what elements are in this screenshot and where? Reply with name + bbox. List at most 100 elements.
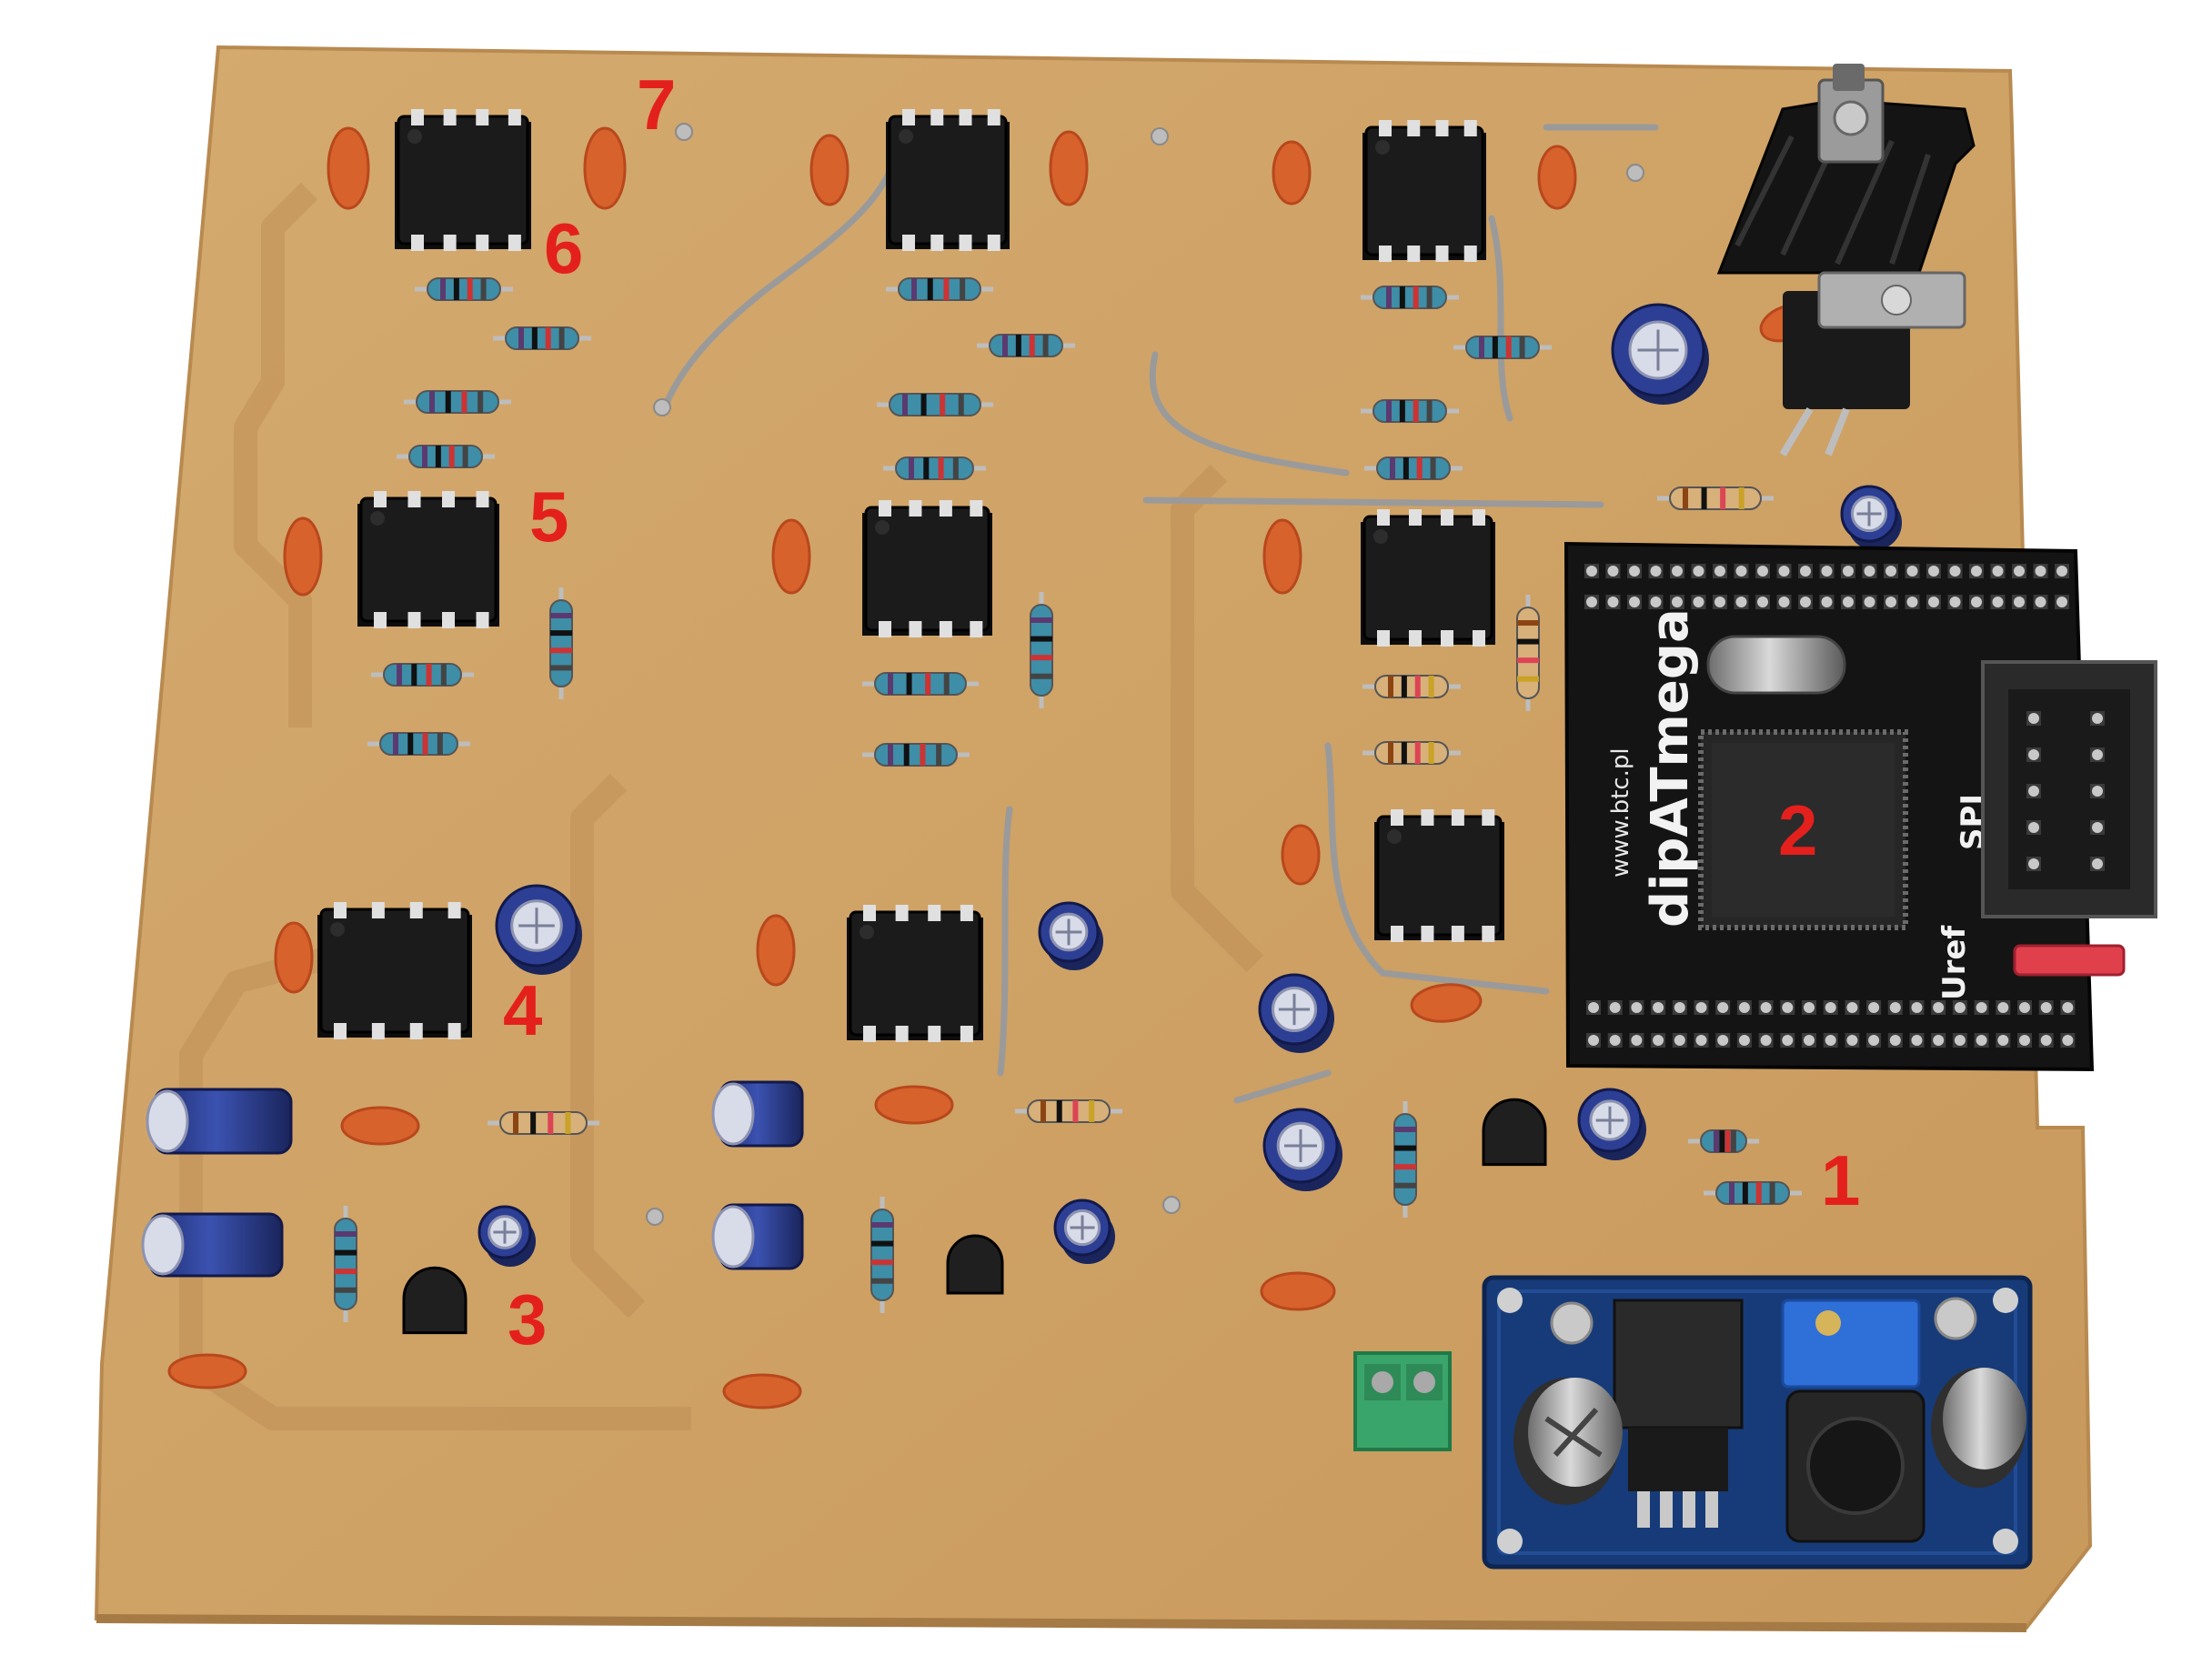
resistor xyxy=(870,1197,894,1313)
ceramic-capacitor xyxy=(583,126,627,210)
atmega-module: www.btc.pl dipATmega SPI Uref xyxy=(1563,541,2157,1072)
ceramic-capacitor xyxy=(1410,983,1483,1023)
pin-header-bottom xyxy=(1586,1000,2076,1048)
ceramic-capacitor xyxy=(1262,518,1302,595)
electrolytic-capacitor xyxy=(495,884,582,975)
ceramic-capacitor xyxy=(771,518,811,595)
silkscreen-brand: dipATmega xyxy=(1641,608,1700,928)
resistor xyxy=(862,743,970,767)
solder-pad xyxy=(1162,1196,1181,1214)
solder-pad xyxy=(646,1208,664,1226)
dip8-ic xyxy=(317,902,472,1039)
pcb-board xyxy=(94,45,2093,1632)
electrolytic-capacitor xyxy=(478,1205,536,1267)
to92-transistor xyxy=(1482,1098,1547,1167)
ceramic-capacitor xyxy=(283,517,323,597)
electrolytic-capacitor xyxy=(1038,901,1103,970)
pin-header-top xyxy=(1584,564,2069,609)
dip8-ic xyxy=(862,500,992,637)
solder-pad xyxy=(1626,164,1644,182)
solder-pad xyxy=(653,398,671,416)
buck-converter-module xyxy=(1482,1275,2033,1570)
jumper-wire xyxy=(1149,351,1350,476)
resistor xyxy=(549,587,573,699)
voltage-regulator-2 xyxy=(1779,271,1966,457)
callout-label-4: 4 xyxy=(503,970,542,1050)
buck-cap-right xyxy=(1931,1368,2026,1488)
resistor xyxy=(493,326,591,350)
resistor xyxy=(1516,595,1540,711)
resistor xyxy=(877,393,993,416)
buck-cap-left xyxy=(1513,1378,1623,1505)
ceramic-capacitor xyxy=(340,1106,420,1146)
resistor xyxy=(1362,741,1461,765)
resistor xyxy=(862,672,979,696)
electrolytic-capacitor xyxy=(1258,973,1334,1053)
ceramic-capacitor xyxy=(722,1373,802,1409)
spi-box-header xyxy=(1981,660,2157,918)
callout-label-5: 5 xyxy=(529,476,568,557)
pcb-components xyxy=(141,109,1902,1409)
resistor xyxy=(404,390,511,414)
resistor xyxy=(1015,1099,1122,1123)
dip8-ic xyxy=(395,109,531,251)
electrolytic-capacitor xyxy=(1053,1199,1115,1264)
callout-labels: 1 2 3 4 5 6 7 xyxy=(503,65,1860,1359)
resistor xyxy=(415,277,513,301)
resistor xyxy=(1362,675,1461,698)
electrolytic-capacitor xyxy=(711,1080,804,1148)
resistor xyxy=(1453,336,1552,359)
resistor xyxy=(1361,286,1459,309)
ceramic-capacitor xyxy=(809,134,850,206)
callout-label-1: 1 xyxy=(1821,1140,1860,1220)
ceramic-capacitor xyxy=(1272,140,1312,206)
dip8-ic xyxy=(847,905,983,1042)
voltage-regulator-heatsink xyxy=(1716,64,1976,275)
resistor xyxy=(886,277,993,301)
electrolytic-capacitor xyxy=(1577,1088,1646,1160)
resistor xyxy=(397,445,495,468)
electrolytic-capacitor xyxy=(1611,303,1709,405)
to92-transistor xyxy=(946,1234,1004,1295)
callout-label-7: 7 xyxy=(637,65,676,145)
resistor xyxy=(1657,486,1774,510)
resistor xyxy=(1688,1129,1759,1153)
electrolytic-capacitor xyxy=(146,1088,293,1155)
solder-pad xyxy=(675,123,693,141)
callout-label-6: 6 xyxy=(544,208,583,288)
resistor xyxy=(977,334,1075,357)
terminal-block xyxy=(1353,1351,1452,1451)
atmega-chip xyxy=(1698,729,1908,930)
jumper-wire xyxy=(1324,742,1550,995)
ceramic-capacitor xyxy=(1281,824,1321,886)
dip8-ic xyxy=(1361,509,1495,647)
resistor xyxy=(334,1206,357,1322)
jumper-wire xyxy=(997,806,1013,1077)
resistor xyxy=(367,732,470,756)
dip8-ic xyxy=(357,491,499,628)
resistor xyxy=(1364,456,1463,480)
ceramic-capacitor xyxy=(1049,130,1089,206)
jumper-wire xyxy=(1233,1069,1332,1104)
resistor xyxy=(883,456,986,480)
dip8-ic xyxy=(886,109,1010,251)
electrolytic-capacitor xyxy=(1262,1108,1342,1191)
ceramic-capacitor xyxy=(1537,145,1577,210)
dip8-ic xyxy=(1374,809,1504,942)
ceramic-capacitor xyxy=(167,1353,247,1389)
ceramic-capacitor xyxy=(874,1085,954,1125)
solder-pad xyxy=(1151,127,1169,145)
callout-label-2: 2 xyxy=(1778,790,1817,870)
red-jumper xyxy=(2013,944,2126,977)
resistor xyxy=(1361,399,1459,423)
ceramic-capacitor xyxy=(274,921,314,994)
jumper-wire xyxy=(660,133,904,413)
silkscreen-uref: Uref xyxy=(1936,925,1973,1000)
resistor xyxy=(488,1111,599,1135)
silkscreen-website: www.btc.pl xyxy=(1607,747,1634,878)
callout-label-3: 3 xyxy=(508,1279,547,1359)
dip8-ic xyxy=(1362,120,1486,262)
resistor xyxy=(1704,1181,1802,1205)
electrolytic-capacitor xyxy=(141,1212,284,1278)
